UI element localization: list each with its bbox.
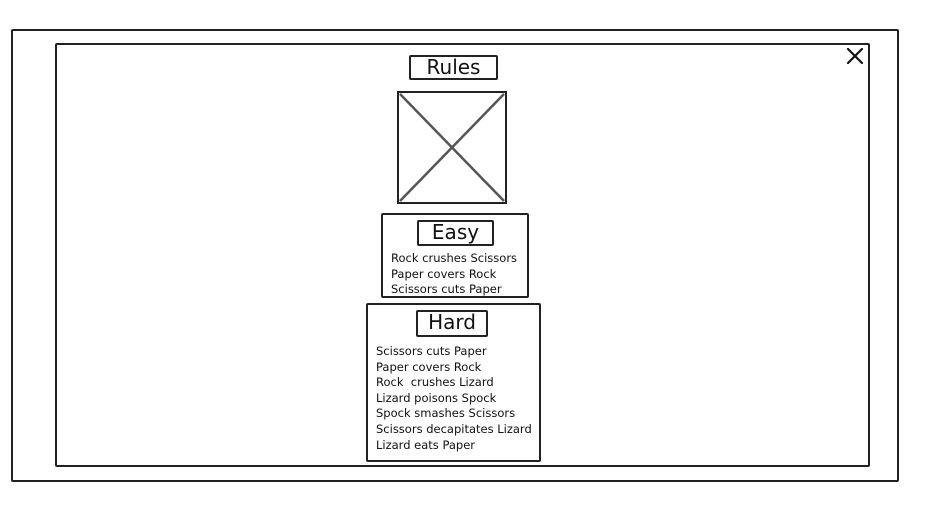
easy-rules-panel: Easy Rock crushes Scissors Paper covers …	[381, 213, 529, 298]
rule-item: Scissors cuts Paper	[391, 282, 502, 297]
rule-item: Scissors cuts Paper	[376, 344, 487, 358]
image-placeholder-icon	[397, 91, 507, 204]
window-frame	[11, 29, 899, 482]
rule-item: Spock smashes Scissors	[376, 406, 516, 421]
rule-item: Lizard poisons Spock	[376, 390, 497, 405]
close-icon[interactable]	[845, 46, 865, 66]
easy-rule-list: Rock crushes Scissors Paper covers Rock …	[391, 251, 517, 298]
rule-item: Paper covers Rock	[376, 359, 482, 374]
hard-rule-list: Scissors cuts Paper Paper covers Rock Ro…	[376, 344, 532, 453]
rule-item: Rock crushes Scissors	[391, 251, 518, 265]
rule-item: Lizard eats Paper	[376, 437, 476, 452]
hard-title: Hard	[416, 310, 488, 337]
close-icon-glyph	[846, 47, 864, 65]
rule-item: Paper covers Rock	[391, 266, 497, 281]
rule-item: Rock crushes Lizard	[376, 375, 494, 390]
rule-item: Scissors decapitates Lizard	[376, 421, 532, 436]
easy-title: Easy	[417, 220, 494, 246]
dialog-title: Rules	[409, 55, 498, 80]
hard-rules-panel: Hard Scissors cuts Paper Paper covers Ro…	[366, 303, 541, 462]
